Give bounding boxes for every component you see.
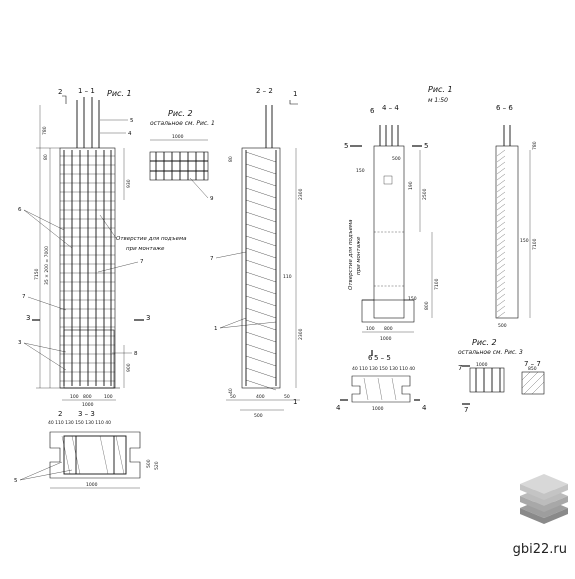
mark-5-3-3: 5: [14, 478, 18, 484]
section-label-5-5: 5 – 5: [374, 354, 391, 362]
dim-930: 930: [126, 179, 132, 188]
dim-150-right: 150: [408, 296, 417, 302]
mark-8: 8: [134, 351, 138, 357]
dim-190: 190: [408, 181, 414, 190]
section-label-6-6: 6 – 6: [496, 104, 513, 112]
cut-mark-3-left: 3: [26, 314, 30, 322]
figure-label-ris1-left: Рис. 1: [107, 89, 132, 98]
figure-ris2-right: Рис. 2 остальное см. Рис. 3 7 1000 7 7 –…: [458, 338, 545, 414]
elevation-1-1: 1 – 1 Рис. 1 2 7150 35 × 200 =: [18, 87, 187, 418]
dim-100-left: 100: [70, 394, 79, 400]
note-hole-right-2: при монтаже: [356, 236, 362, 275]
dim-800-4-4: 800: [424, 301, 430, 310]
section-label-7-7: 7 – 7: [524, 360, 541, 368]
dim-2300-top: 2300: [298, 188, 304, 200]
cut-mark-6: 6: [370, 107, 375, 115]
dim-800-4-4-b: 800: [384, 326, 393, 332]
site-watermark: gbi22.ru: [512, 542, 567, 557]
dim-2500: 2500: [422, 188, 428, 200]
figure-scale: м 1:50: [428, 97, 448, 104]
cut-mark-2: 2: [58, 88, 62, 96]
mark-9: 9: [210, 196, 214, 202]
cut-mark-1: 1: [293, 90, 297, 98]
section-6-6: 6 – 6 7100 780 150 500: [495, 104, 538, 329]
figure-ris2-top: Рис. 2 остальное см. Рис. 1 1000 9: [149, 109, 215, 202]
figure-note-ris2: остальное см. Рис. 1: [150, 120, 215, 127]
cut-mark-5-right: 5: [424, 142, 428, 150]
dim-500-3-3: 500: [146, 459, 152, 468]
cut-mark-7-bottom: 7: [464, 406, 468, 414]
cut-mark-4-right: 4: [422, 404, 427, 412]
mark-3: 3: [18, 340, 22, 346]
mark-7-2-2: 7: [210, 256, 214, 262]
dim-1000-3-3: 1000: [86, 482, 98, 488]
figure-label-ris2-right: Рис. 2: [472, 338, 497, 347]
section-2-2: 2 – 2 1 2300 2300 110 80 40 50 400 50 50…: [210, 87, 304, 419]
dim-500-6-6: 500: [498, 323, 507, 329]
note-hole-right: Отверстие для подъема: [348, 219, 354, 290]
section-5-5: 5 – 5 40 110 130 150 130 110 40 1000 4 4: [336, 354, 427, 412]
mark-7: 7: [140, 259, 144, 265]
dim-80-2-2: 80: [228, 156, 234, 162]
dim-7100-4-4: 7100: [434, 278, 440, 290]
section-label-4-4: 4 – 4: [382, 104, 399, 112]
note-lifting-hole: Отверстие для подъема: [116, 236, 187, 242]
dim-80: 80: [43, 154, 49, 160]
dim-780-6-6: 780: [532, 141, 538, 150]
dim-1000-ris2-right: 1000: [476, 362, 488, 368]
brand-logo: [520, 474, 568, 524]
dim-7150: 7150: [34, 268, 40, 280]
section-label-2-2: 2 – 2: [256, 87, 273, 95]
mark-5: 5: [130, 118, 134, 124]
dim-2300-bottom: 2300: [298, 328, 304, 340]
dim-40-2-2: 40: [228, 388, 234, 394]
dim-100-4-4: 100: [366, 326, 375, 332]
dim-5-5-chain: 40 110 130 150 130 110 40: [352, 366, 415, 372]
section-label-3-3: 3 – 3: [78, 410, 95, 418]
dim-900: 900: [126, 363, 132, 372]
cut-mark-6-bottom: 6: [368, 354, 373, 362]
cut-mark-7: 7: [458, 364, 462, 372]
dim-400-2-2: 400: [256, 394, 265, 400]
cut-mark-2-bottom: 2: [58, 410, 62, 418]
cut-mark-1-bottom: 1: [293, 398, 297, 406]
section-3-3: 3 – 3 40 110 130 150 130 110 40 1000 500…: [14, 410, 160, 489]
dim-150-left: 150: [356, 168, 365, 174]
mark-6: 6: [18, 207, 22, 213]
cut-mark-5: 5: [344, 142, 348, 150]
dim-1000-left: 1000: [82, 402, 94, 408]
dim-780: 780: [42, 126, 48, 135]
dim-50-left: 50: [230, 394, 236, 400]
mark-4: 4: [128, 131, 132, 137]
dim-110: 110: [283, 274, 292, 280]
dim-35x200: 35 × 200 = 7000: [44, 246, 50, 285]
dim-100-right: 100: [104, 394, 113, 400]
cut-mark-3-right: 3: [146, 314, 150, 322]
dim-800-left: 800: [83, 394, 92, 400]
mark-7-left: 7: [22, 294, 26, 300]
dim-150-6-6: 150: [520, 238, 529, 244]
note-lifting-hole-2: при монтаже: [126, 246, 165, 252]
dim-1000-5-5: 1000: [372, 406, 384, 412]
dim-850: 850: [528, 366, 537, 372]
figure-label-ris1-right: Рис. 1: [428, 85, 453, 94]
figure-note-ris2-right: остальное см. Рис. 3: [458, 349, 523, 356]
dim-7100-6-6: 7100: [532, 238, 538, 250]
dim-1000-4-4: 1000: [380, 336, 392, 342]
figure-label-ris2: Рис. 2: [168, 109, 193, 118]
dim-520-3-3: 520: [154, 461, 160, 470]
dim-1000-ris2: 1000: [172, 134, 184, 140]
section-4-4: Рис. 1 м 1:50 6 4 – 4 5 5 Отверстие для …: [344, 85, 453, 362]
mark-1: 1: [214, 326, 218, 332]
dim-3-3-chain: 40 110 130 150 130 110 40: [48, 420, 111, 426]
cut-mark-4: 4: [336, 404, 341, 412]
dim-500-2-2: 500: [254, 413, 263, 419]
dim-500-4-4: 500: [392, 156, 401, 162]
section-label-1-1: 1 – 1: [78, 87, 95, 95]
dim-50-right: 50: [284, 394, 290, 400]
